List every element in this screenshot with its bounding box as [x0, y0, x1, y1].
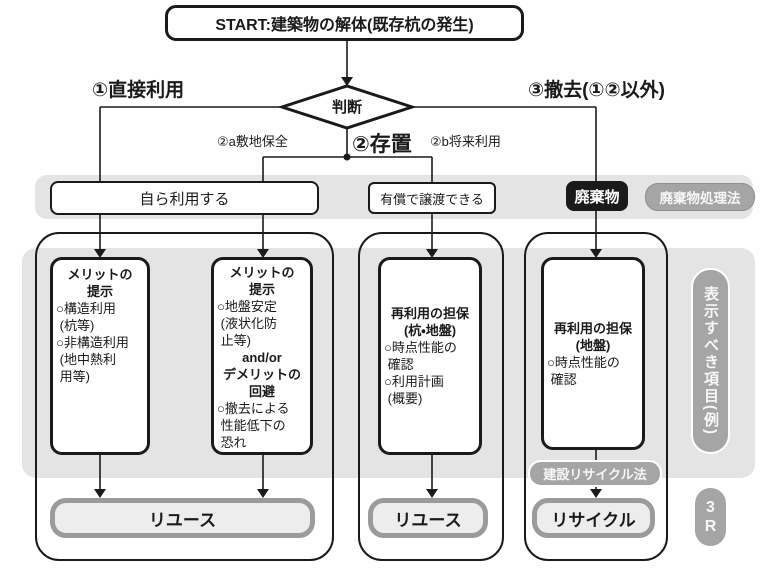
self-use-node: 自ら利用する [50, 181, 319, 215]
box-body2: ○撤去による 性能低下の 恐れ [217, 401, 290, 450]
branch-label-removal: ③撤去(①②以外) [528, 80, 665, 101]
box-body: ○地盤安定 (液状化防 止等) [217, 299, 277, 348]
outcome-reuse-1: リユース [50, 498, 315, 538]
waste-law-badge: 廃棄物処理法 [645, 183, 755, 211]
start-node: START:建築物の解体(既存杭の発生) [165, 5, 524, 41]
branch-label-site-preservation: ②a敷地保全 [217, 134, 288, 149]
box-body: ○時点性能の 確認 [547, 354, 620, 387]
outcome-reuse-2: リユース [368, 498, 488, 538]
three-r-badge: 3 R [695, 488, 726, 546]
branch-label-future-use: ②b将来利用 [430, 134, 501, 149]
reuse-guarantee-ground-box: 再利用の担保 (地盤) ○時点性能の 確認 [541, 257, 645, 450]
box-heading2: デメリットの 回避 [222, 367, 301, 399]
box-heading: メリットの 提示 [67, 267, 133, 299]
box-heading: 再利用の担保 (地盤) [553, 320, 632, 353]
box-heading: 再利用の担保 (杭・地盤) [390, 306, 469, 338]
box-heading: メリットの 提示 [229, 265, 295, 297]
waste-node: 廃棄物 [566, 181, 628, 211]
reuse-guarantee-pile-ground-box: 再利用の担保 (杭・地盤) ○時点性能の 確認 ○利用計画 (概要) [378, 257, 482, 455]
box-body: ○時点性能の 確認 ○利用計画 (概要) [384, 340, 457, 406]
decision-label: 判断 [331, 99, 362, 116]
display-items-side-label: 表示すべき項目(例) [691, 268, 730, 454]
construction-recycle-law-badge: 建設リサイクル法 [528, 460, 662, 487]
merit-box-structural: メリットの 提示 ○構造利用 (杭等) ○非構造利用 (地中熱利 用等) [50, 257, 150, 455]
paid-transfer-node: 有償で譲渡できる [368, 182, 496, 214]
branch-label-leave-in-place: ②存置 [352, 133, 412, 156]
group-leave-transfer [358, 232, 504, 561]
box-body: ○構造利用 (杭等) ○非構造利用 (地中熱利 用等) [56, 301, 129, 384]
outcome-recycle: リサイクル [532, 498, 655, 538]
group-direct-use [35, 232, 334, 561]
andor-label: and/or [242, 350, 282, 365]
merit-demerit-box: メリットの 提示 ○地盤安定 (液状化防 止等) and/or デメリットの 回… [211, 257, 313, 455]
branch-label-direct-use: ①直接利用 [92, 80, 185, 101]
